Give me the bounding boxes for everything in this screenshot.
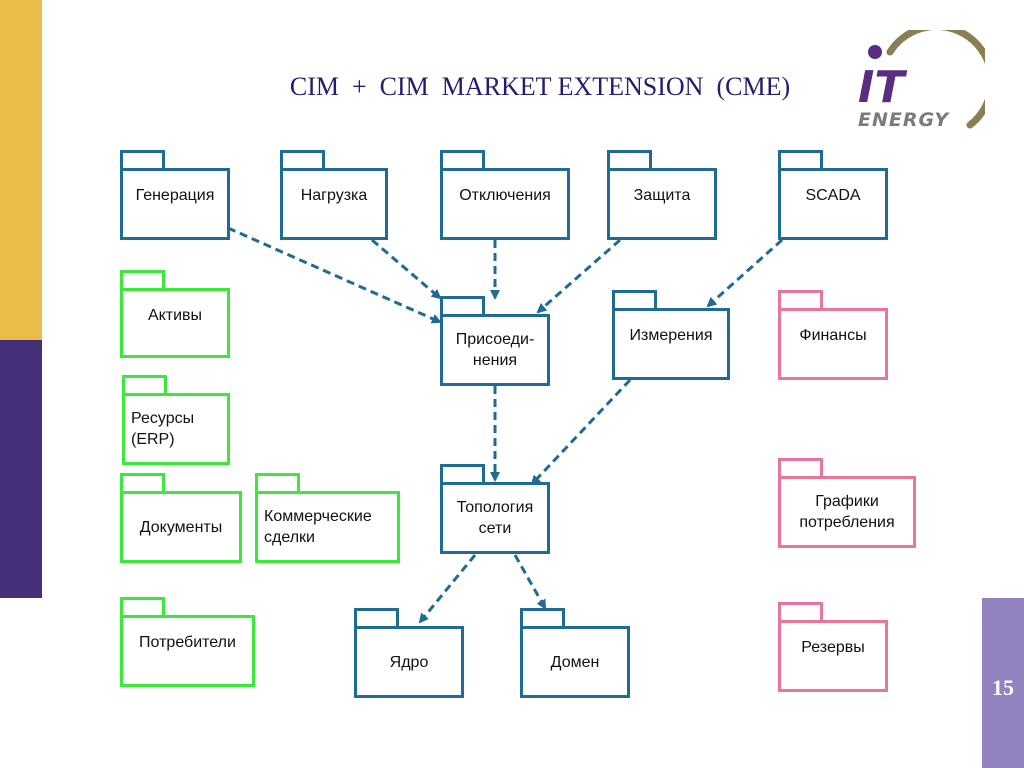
svg-text:IT: IT xyxy=(858,62,907,113)
package-label: Ресурсы (ERP) xyxy=(122,393,230,465)
package-label: Защита xyxy=(607,168,717,240)
package-label: Финансы xyxy=(778,308,888,380)
arrow-protection-connectivity xyxy=(536,238,621,314)
it-energy-logo: IT ENERGY xyxy=(858,30,985,131)
page-number-box xyxy=(982,598,1024,768)
package-finance: Финансы xyxy=(778,290,888,380)
package-scada: SCADA xyxy=(778,150,888,240)
package-label: Присоеди- нения xyxy=(440,314,550,386)
package-consumers: Потребители xyxy=(120,597,255,687)
arrow-topology-core xyxy=(418,554,477,624)
package-deals: Коммерческие сделки xyxy=(255,473,400,563)
package-label: Генерация xyxy=(120,168,230,240)
package-label: Ядро xyxy=(354,626,464,698)
package-documents: Документы xyxy=(120,473,242,563)
package-label: Потребители xyxy=(120,615,255,687)
package-erp: Ресурсы (ERP) xyxy=(122,375,230,465)
package-label: Нагрузка xyxy=(280,168,388,240)
package-generation: Генерация xyxy=(120,150,230,240)
package-label: Графики потребления xyxy=(778,476,916,548)
package-label: Домен xyxy=(520,626,630,698)
svg-text:ENERGY: ENERGY xyxy=(858,109,950,131)
arrow-load-connectivity xyxy=(371,238,442,300)
slide-title: CIM + CIM MARKET EXTENSION (CME) xyxy=(289,72,791,101)
arrow-scada-measurements xyxy=(706,238,783,308)
accent-bar-yellow xyxy=(0,0,42,340)
package-core: Ядро xyxy=(354,608,464,698)
package-connectivity: Присоеди- нения xyxy=(440,296,550,386)
package-protection: Защита xyxy=(607,150,717,240)
accent-bar-purple xyxy=(0,340,42,598)
package-domain: Домен xyxy=(520,608,630,698)
package-measurements: Измерения xyxy=(612,290,730,380)
package-label: Документы xyxy=(120,491,242,563)
package-label: Топология сети xyxy=(440,482,550,554)
arrow-topology-domain xyxy=(513,554,547,610)
package-topology: Топология сети xyxy=(440,464,550,554)
package-outages: Отключения xyxy=(440,150,570,240)
package-schedules: Графики потребления xyxy=(778,458,916,548)
arrow-measurements-topology xyxy=(530,378,632,486)
package-assets: Активы xyxy=(120,270,230,358)
package-reserves: Резервы xyxy=(778,602,888,692)
package-label: Резервы xyxy=(778,620,888,692)
arrow-generation-connectivity xyxy=(227,226,442,324)
page-number: 15 xyxy=(992,675,1014,700)
package-load: Нагрузка xyxy=(280,150,388,240)
package-label: Активы xyxy=(120,288,230,358)
package-label: SCADA xyxy=(778,168,888,240)
package-label: Коммерческие сделки xyxy=(255,491,400,563)
package-label: Измерения xyxy=(612,308,730,380)
package-label: Отключения xyxy=(440,168,570,240)
